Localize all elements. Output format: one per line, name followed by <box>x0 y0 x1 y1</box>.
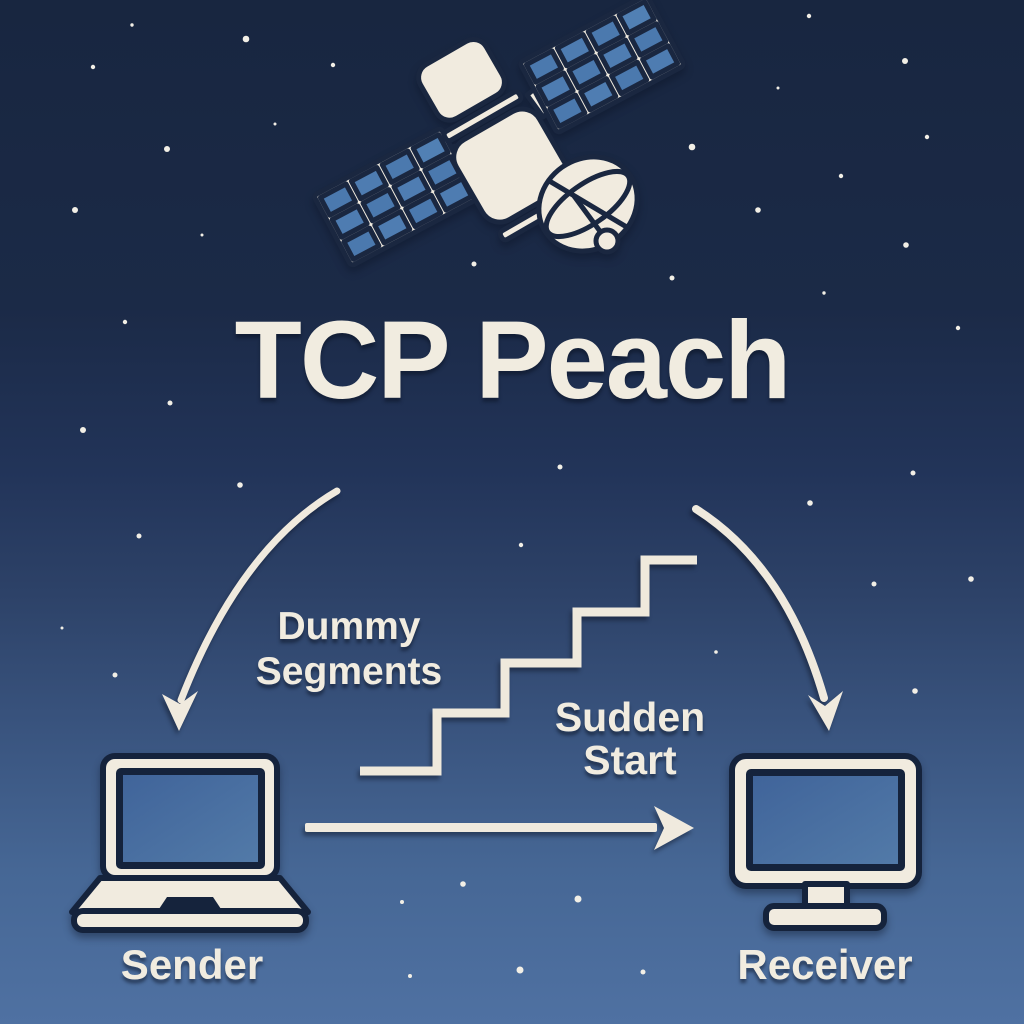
laptop-icon <box>69 753 311 933</box>
star <box>806 13 812 19</box>
star <box>122 319 128 325</box>
horizontal-arrow-right <box>305 806 694 850</box>
star <box>871 581 877 587</box>
star <box>902 58 908 64</box>
star <box>471 261 477 267</box>
star <box>460 881 466 887</box>
star <box>273 122 277 126</box>
star <box>714 650 718 654</box>
star <box>807 500 813 506</box>
star <box>574 895 582 903</box>
star <box>242 35 250 43</box>
star <box>516 966 524 974</box>
star <box>903 242 909 248</box>
star <box>924 134 930 140</box>
star <box>237 482 243 488</box>
star <box>640 969 646 975</box>
star <box>408 974 412 978</box>
star <box>400 900 404 904</box>
star <box>955 325 961 331</box>
star <box>112 672 118 678</box>
star <box>669 275 675 281</box>
star <box>755 207 761 213</box>
star <box>838 173 844 179</box>
staircase-steps-icon <box>360 555 697 776</box>
star <box>688 143 696 151</box>
star <box>822 291 826 295</box>
laptop-base-bar <box>71 908 309 933</box>
sudden-start-label: Sudden Start <box>555 696 705 782</box>
laptop-screen <box>123 775 258 862</box>
sudden-start-line1: Sudden <box>554 694 706 740</box>
monitor-icon <box>729 753 922 931</box>
sudden-start-line2: Start <box>583 737 677 783</box>
solar-panel-right <box>520 0 685 133</box>
star <box>330 62 336 68</box>
star <box>557 464 563 470</box>
star <box>72 207 78 213</box>
curved-arrow-down-right <box>692 505 843 731</box>
star-field <box>60 13 974 978</box>
dummy-segments-line1: Dummy <box>277 605 421 648</box>
satellite-icon <box>314 0 685 270</box>
star <box>776 86 780 90</box>
star <box>200 233 204 237</box>
laptop-touchpad <box>159 897 221 909</box>
dummy-segments-label: Dummy Segments <box>256 604 442 694</box>
star <box>518 542 524 548</box>
laptop-base <box>69 875 311 915</box>
dish-feed-strut <box>571 194 605 236</box>
star <box>167 400 173 406</box>
receiver-label: Receiver <box>737 941 913 988</box>
star <box>80 427 86 433</box>
star <box>90 64 96 70</box>
page-title: TCP Peach <box>234 299 792 422</box>
dish-feed-icon <box>593 227 621 255</box>
star <box>912 688 918 694</box>
star <box>968 576 974 582</box>
monitor-screen <box>753 776 898 864</box>
sender-label: Sender <box>120 941 264 988</box>
star <box>60 626 64 630</box>
star <box>910 470 916 476</box>
star <box>130 23 134 27</box>
star <box>136 533 142 539</box>
dummy-segments-line2: Segments <box>255 650 443 693</box>
star <box>164 146 170 152</box>
monitor-stand-base <box>763 903 887 931</box>
curved-arrow-down-left <box>162 487 341 731</box>
